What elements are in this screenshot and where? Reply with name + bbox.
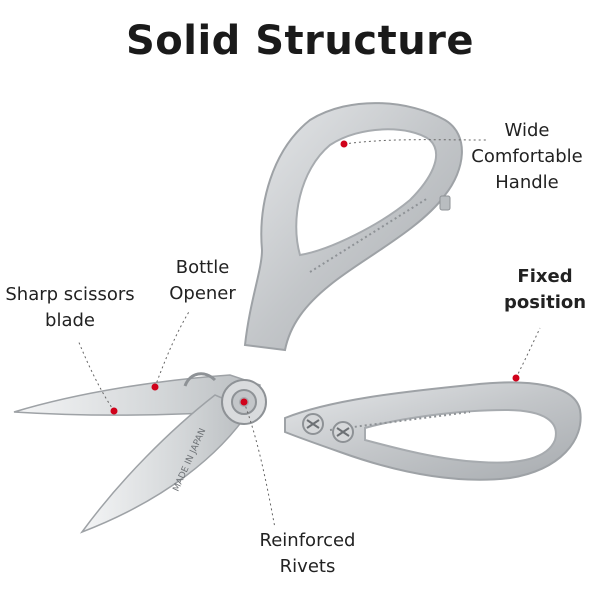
bottle-opener bbox=[183, 372, 217, 387]
label-blade-line: Sharp scissors bbox=[5, 284, 135, 305]
rivet-marker-dot bbox=[240, 398, 248, 406]
label-handle: Wide Comfortable Handle bbox=[462, 118, 592, 196]
label-opener-line: Opener bbox=[169, 283, 236, 304]
lower-handle bbox=[284, 381, 582, 481]
label-handle-line: Handle bbox=[495, 172, 559, 193]
handle-marker-dot bbox=[340, 140, 348, 148]
label-blade-line: blade bbox=[45, 310, 95, 331]
fixed-marker-dot bbox=[512, 374, 520, 382]
handle-stop-tab bbox=[439, 195, 451, 211]
leader-lines bbox=[77, 139, 541, 529]
label-opener-line: Bottle bbox=[175, 257, 230, 278]
label-handle-line: Comfortable bbox=[471, 146, 583, 167]
label-fixed-position: Fixed position bbox=[490, 264, 600, 316]
blade-marker-dot bbox=[110, 407, 118, 415]
opener-marker-dot bbox=[151, 383, 159, 391]
label-rivets-line: Reinforced bbox=[259, 530, 356, 551]
label-reinforced-rivets: Reinforced Rivets bbox=[245, 528, 370, 580]
marker-dots bbox=[110, 140, 520, 415]
upper-handle bbox=[243, 102, 463, 352]
label-handle-line: Wide bbox=[504, 120, 550, 141]
label-bottle-opener: Bottle Opener bbox=[150, 255, 255, 307]
label-fixed-line: Fixed bbox=[517, 266, 573, 287]
label-fixed-line: position bbox=[503, 292, 587, 313]
page-title: Solid Structure bbox=[125, 18, 475, 64]
label-rivets-line: Rivets bbox=[279, 556, 336, 577]
label-sharp-blade: Sharp scissors blade bbox=[0, 282, 140, 334]
